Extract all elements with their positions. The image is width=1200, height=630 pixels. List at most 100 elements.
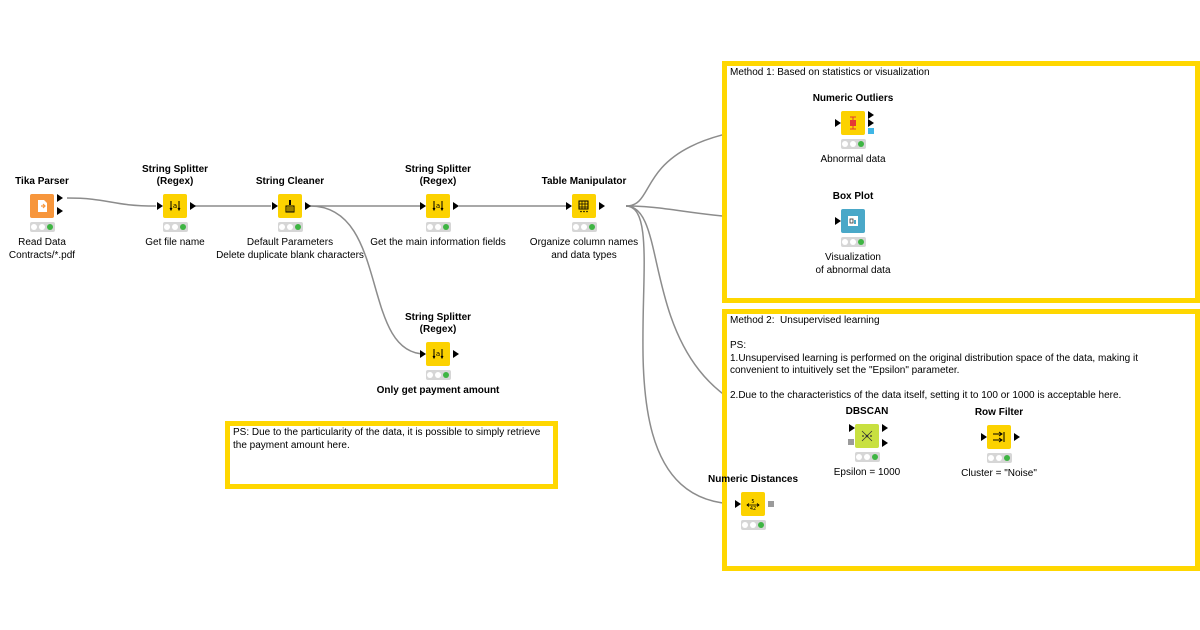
- node-title: DBSCAN: [845, 406, 889, 417]
- input-port[interactable]: [848, 439, 854, 445]
- wire-manipulator-distances: [625, 205, 739, 505]
- node-title: Tika Parser: [15, 176, 69, 187]
- output-port[interactable]: [868, 128, 874, 134]
- node-description: Cluster = "Noise": [961, 468, 1037, 479]
- input-port[interactable]: [849, 424, 855, 432]
- status-indicator: [425, 370, 451, 380]
- input-port[interactable]: [735, 500, 741, 508]
- node-string-cleaner[interactable]: String Cleaner Default Parameters Delete…: [190, 176, 390, 262]
- node-dbscan[interactable]: DBSCAN Epsilon = 1000: [767, 406, 967, 480]
- input-port[interactable]: [981, 433, 987, 441]
- node-title: String Splitter (Regex): [404, 312, 472, 335]
- output-port[interactable]: [57, 207, 63, 215]
- node-title: String Cleaner: [255, 176, 325, 187]
- split-icon[interactable]: a: [420, 194, 459, 218]
- input-port[interactable]: [420, 202, 426, 210]
- cluster-icon[interactable]: [848, 424, 888, 448]
- node-title: Box Plot: [832, 191, 874, 202]
- output-port[interactable]: [1014, 433, 1020, 441]
- node-string-splitter-2[interactable]: String Splitter (Regex) a Get the main i…: [338, 164, 538, 250]
- node-title: String Splitter (Regex): [404, 164, 472, 187]
- output-port[interactable]: [57, 194, 63, 202]
- output-port[interactable]: [453, 202, 459, 210]
- output-port[interactable]: [882, 424, 888, 432]
- status-indicator: [840, 237, 866, 247]
- status-indicator: [986, 453, 1012, 463]
- annotation-line: convenient to intuitively set the "Epsil…: [730, 365, 960, 376]
- filter-icon[interactable]: [981, 425, 1020, 449]
- status-indicator: [840, 139, 866, 149]
- document-icon[interactable]: [30, 194, 63, 218]
- node-description: Get the main information fields: [370, 237, 506, 248]
- node-table-manipulator[interactable]: Table Manipulator Organize column names …: [484, 176, 684, 262]
- input-port[interactable]: [157, 202, 163, 210]
- annotation-line: [730, 328, 1192, 341]
- node-description: Get file name: [145, 237, 205, 248]
- node-string-splitter-3[interactable]: String Splitter (Regex) a Only get payme…: [338, 312, 538, 398]
- status-indicator: [740, 520, 766, 530]
- input-port[interactable]: [835, 217, 841, 225]
- status-indicator: [571, 222, 597, 232]
- table-edit-icon[interactable]: [566, 194, 605, 218]
- wire-tika-splitter1: [66, 197, 157, 207]
- node-tika-parser[interactable]: Tika Parser Read Data Contracts/*.pdf: [0, 176, 142, 262]
- output-port[interactable]: [190, 202, 196, 210]
- output-port[interactable]: [599, 202, 605, 210]
- annotation-ps-note: PS: Due to the particularity of the data…: [225, 421, 558, 489]
- annotation-line: Method 2: Unsupervised learning: [730, 315, 880, 326]
- input-port[interactable]: [420, 350, 426, 358]
- svg-text:5: 5: [751, 499, 754, 505]
- annotation-method-1: Method 1: Based on statistics or visuali…: [722, 61, 1200, 303]
- annotation-line: 2.Due to the characteristics of the data…: [730, 390, 1122, 401]
- input-port[interactable]: [835, 119, 841, 127]
- output-port[interactable]: [453, 350, 459, 358]
- annotation-line: the payment amount here.: [233, 439, 350, 451]
- node-description: Abnormal data: [820, 154, 886, 165]
- node-description: Organize column names and data types: [529, 237, 639, 261]
- status-indicator: [29, 222, 55, 232]
- output-port[interactable]: [868, 119, 874, 127]
- node-description: Default Parameters Delete duplicate blan…: [216, 237, 364, 261]
- annotation-line: 1.Unsupervised learning is performed on …: [730, 352, 1139, 364]
- svg-text:a: a: [436, 350, 440, 358]
- output-port[interactable]: [882, 439, 888, 447]
- node-title: String Splitter (Regex): [141, 164, 209, 187]
- outlier-icon[interactable]: [835, 111, 874, 135]
- svg-text:42: 42: [750, 506, 756, 511]
- annotation-method-2: Method 2: Unsupervised learning PS: 1.Un…: [722, 309, 1200, 571]
- node-description: Epsilon = 1000: [833, 467, 901, 478]
- node-row-filter[interactable]: Row Filter Cluster = "Noise": [899, 407, 1099, 481]
- node-description: Only get payment amount: [376, 385, 500, 396]
- status-indicator: [162, 222, 188, 232]
- output-port[interactable]: [868, 111, 874, 119]
- input-port[interactable]: [272, 202, 278, 210]
- node-description: Read Data Contracts/*.pdf: [8, 237, 76, 261]
- input-port[interactable]: [566, 202, 572, 210]
- annotation-line: Method 1: Based on statistics or visuali…: [730, 67, 930, 78]
- broom-icon[interactable]: [272, 194, 311, 218]
- split-icon[interactable]: a: [157, 194, 196, 218]
- node-title: Numeric Distances: [707, 474, 799, 485]
- node-title: Row Filter: [974, 407, 1024, 418]
- node-description: Visualization of abnormal data: [815, 252, 891, 276]
- svg-text:a: a: [436, 202, 440, 210]
- svg-text:a: a: [173, 202, 177, 210]
- split-icon[interactable]: a: [420, 342, 459, 366]
- node-title: Numeric Outliers: [812, 93, 894, 104]
- status-indicator: [854, 452, 880, 462]
- annotation-line: PS:: [730, 340, 747, 351]
- node-string-splitter-1[interactable]: String Splitter (Regex) a Get file name: [75, 164, 275, 250]
- node-title: Table Manipulator: [541, 176, 627, 187]
- status-indicator: [277, 222, 303, 232]
- wire-cleaner-splitter3: [309, 205, 426, 355]
- output-port[interactable]: [305, 202, 311, 210]
- node-numeric-outliers[interactable]: Numeric Outliers Abnormal data: [753, 93, 953, 167]
- annotation-line: PS: Due to the particularity of the data…: [233, 427, 541, 438]
- box-plot-icon[interactable]: [835, 209, 865, 233]
- annotation-line: [730, 378, 1192, 391]
- node-box-plot[interactable]: Box Plot Visualization of abnormal data: [753, 191, 953, 277]
- status-indicator: [425, 222, 451, 232]
- output-port[interactable]: [768, 501, 774, 507]
